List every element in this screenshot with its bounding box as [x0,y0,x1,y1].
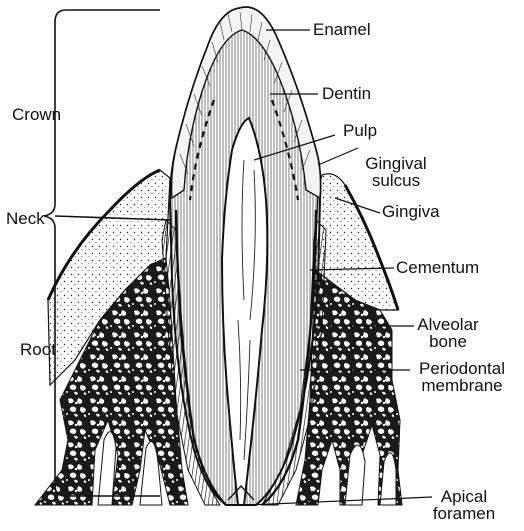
label-gingiva: Gingiva [382,203,440,220]
label-apical-line2: foramen [424,505,504,522]
label-periodontal-line1: Periodontal [410,360,514,377]
label-periodontal-line2: membrane [410,377,514,394]
label-alveolar-bone: Alveolar bone [410,316,486,350]
label-dentin: Dentin [322,85,371,102]
label-alveolar-bone-line1: Alveolar [410,316,486,333]
region-label-neck: Neck [6,210,45,227]
region-label-root: Root [20,341,56,358]
label-enamel: Enamel [313,21,371,38]
label-apical-line1: Apical [424,488,504,505]
label-gingival-sulcus-line1: Gingival [356,155,436,172]
label-cementum: Cementum [396,259,479,276]
region-label-crown: Crown [12,106,61,123]
label-gingival-sulcus: Gingival sulcus [356,155,436,189]
label-gingival-sulcus-line2: sulcus [356,172,436,189]
label-apical-foramen: Apical foramen [424,488,504,522]
label-alveolar-bone-line2: bone [410,333,486,350]
label-periodontal-membrane: Periodontal membrane [410,360,514,394]
label-pulp: Pulp [343,122,377,139]
